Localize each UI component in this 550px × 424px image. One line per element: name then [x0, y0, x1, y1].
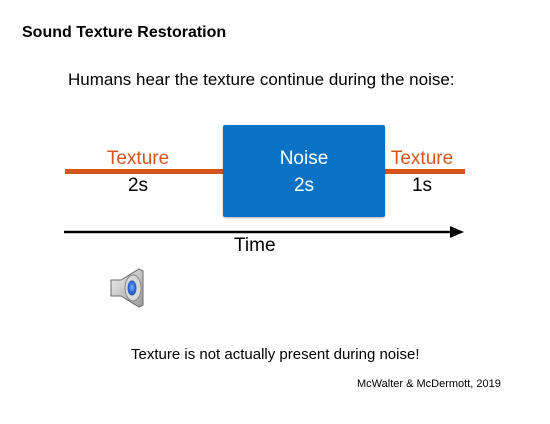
noise-duration: 2s: [293, 175, 315, 196]
texture-left-label: Texture: [106, 148, 170, 169]
texture-right-duration: 1s: [411, 175, 433, 196]
bottom-note: Texture is not actually present during n…: [131, 346, 420, 363]
time-axis-label: Time: [234, 235, 276, 256]
noise-box: [223, 125, 385, 217]
slide-title: Sound Texture Restoration: [22, 24, 227, 41]
slide-subtitle: Humans hear the texture continue during …: [68, 70, 455, 89]
citation: McWalter & McDermott, 2019: [357, 378, 501, 390]
speaker-icon[interactable]: [107, 266, 153, 310]
texture-right-label: Texture: [390, 148, 454, 169]
texture-left-duration: 2s: [127, 175, 149, 196]
arrow-right-icon: [64, 226, 464, 238]
noise-label: Noise: [279, 148, 329, 169]
